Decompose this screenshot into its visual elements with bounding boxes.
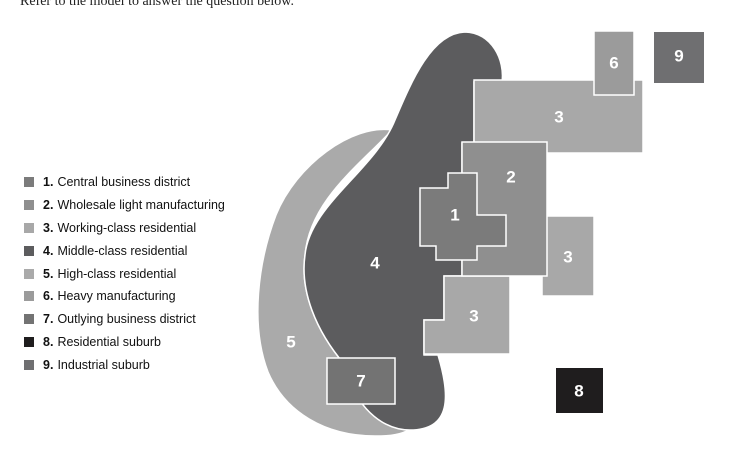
legend-number: 6. [43, 289, 54, 304]
zone-3-working-class-residential-right [541, 215, 595, 297]
legend-swatch [24, 268, 34, 279]
zone-label-3-top: 3 [554, 108, 563, 127]
legend-label: Residential suburb [57, 334, 161, 349]
legend-item: 2. Wholesale light manufacturing [24, 194, 225, 217]
legend-item: 9. Industrial suburb [24, 353, 225, 376]
legend-number: 3. [43, 220, 54, 235]
legend-number: 8. [43, 334, 54, 349]
legend-swatch [24, 200, 34, 211]
zone-label-5: 5 [286, 333, 295, 352]
legend-label: Central business district [57, 175, 191, 190]
legend-swatch [24, 336, 34, 347]
zone-label-4: 4 [370, 254, 380, 273]
legend-swatch [24, 291, 34, 302]
legend-item: 5. High-class residential [24, 262, 225, 285]
legend-label: Middle-class residential [57, 243, 188, 258]
legend-item: 4. Middle-class residential [24, 239, 225, 262]
zone-8-residential-suburb [556, 368, 603, 413]
zone-label-2: 2 [506, 168, 515, 187]
legend-item: 3. Working-class residential [24, 217, 225, 240]
legend: 1. Central business district 2. Wholesal… [24, 171, 225, 376]
instruction-text: Refer to the model to answer the questio… [20, 0, 294, 9]
zone-label-8: 8 [574, 382, 583, 401]
zone-label-6: 6 [609, 54, 618, 73]
zone-label-3-right: 3 [563, 248, 572, 267]
legend-item: 7. Outlying business district [24, 308, 225, 331]
legend-number: 4. [43, 243, 54, 258]
legend-number: 2. [43, 198, 54, 213]
legend-swatch [24, 359, 34, 370]
zone-label-7: 7 [356, 372, 365, 391]
legend-label: Outlying business district [57, 312, 196, 327]
legend-label: Heavy manufacturing [57, 289, 176, 304]
zone-1-central-business-district [419, 172, 507, 261]
legend-label: High-class residential [57, 266, 177, 281]
legend-label: Wholesale light manufacturing [57, 198, 225, 213]
legend-swatch [24, 177, 34, 188]
legend-label: Industrial suburb [57, 357, 150, 372]
zone-label-9: 9 [674, 47, 683, 66]
legend-swatch [24, 222, 34, 233]
legend-label: Working-class residential [57, 220, 197, 235]
zone-7-outlying-business-district [326, 357, 396, 405]
legend-number: 9. [43, 357, 54, 372]
legend-number: 5. [43, 266, 54, 281]
legend-swatch [24, 314, 34, 325]
zone-6-heavy-manufacturing [593, 30, 635, 96]
legend-item: 6. Heavy manufacturing [24, 285, 225, 308]
legend-number: 1. [43, 175, 54, 190]
legend-number: 7. [43, 312, 54, 327]
zone-label-3-bottom: 3 [469, 307, 478, 326]
legend-swatch [24, 245, 34, 256]
legend-item: 1. Central business district [24, 171, 225, 194]
zone-9-industrial-suburb [654, 32, 704, 83]
zone-label-1: 1 [450, 206, 459, 225]
legend-item: 8. Residential suburb [24, 331, 225, 354]
